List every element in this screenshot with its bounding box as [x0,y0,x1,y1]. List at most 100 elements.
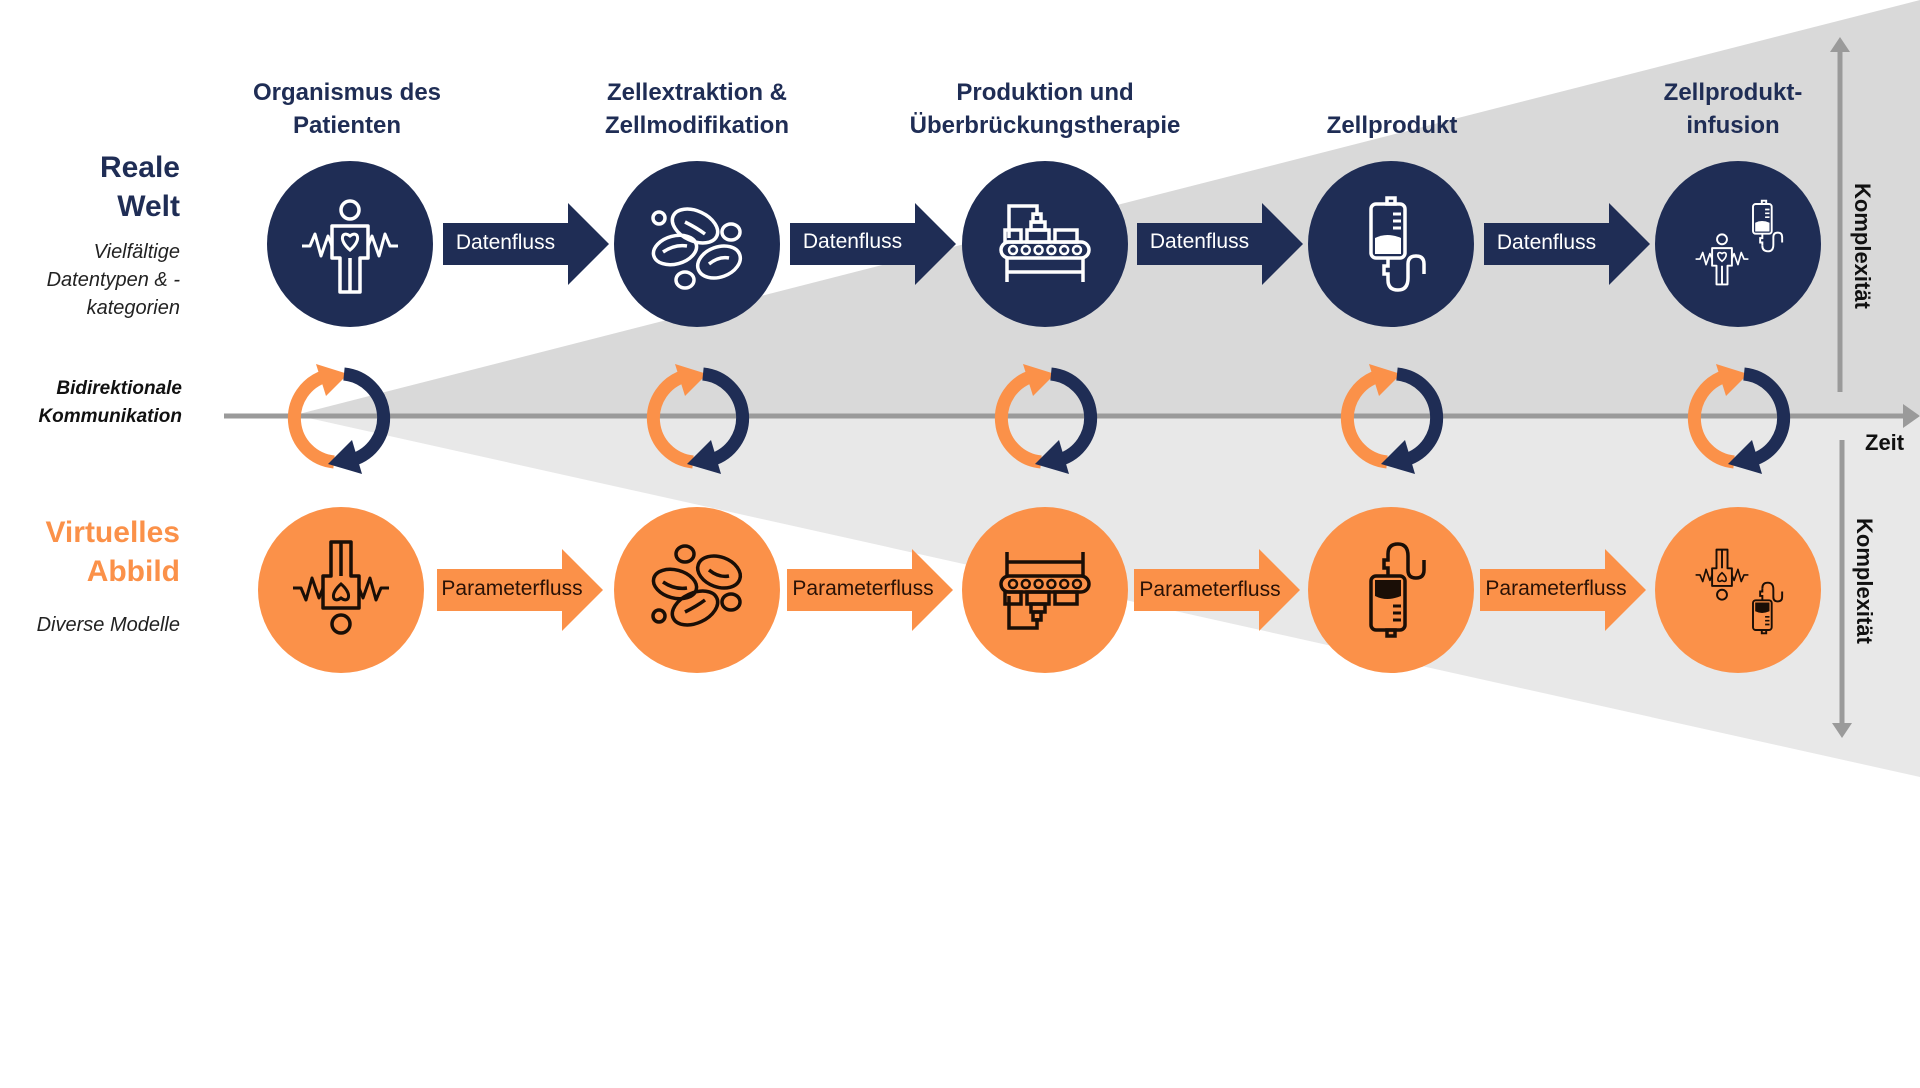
iv-tube [1761,581,1784,603]
head-shape [339,199,361,221]
conveyor-roller [1058,578,1070,590]
bidirectional-sync-icon [1687,364,1791,474]
conveyor-roller [1007,244,1019,256]
parameter-flow-arrow [1134,549,1300,631]
time-axis-label: Zeit [1865,430,1905,455]
real-world-title: Reale Welt [99,151,180,223]
patient-heartbeat-icon [302,199,398,294]
data-flow-arrow [443,203,609,285]
virtual-stage-circle [962,507,1128,673]
small-bag-icon [1752,199,1784,253]
complexity-upper-label: Komplexität [1850,183,1875,309]
stage-heading: Zellprodukt [1326,112,1458,139]
iv-tube [1386,254,1426,292]
virtual-stage-circle [1655,507,1821,673]
heart-shape [341,232,359,252]
sync-arrowhead-orange [1716,364,1748,396]
heart-shape [332,582,350,602]
conveyor-roller [1071,578,1083,590]
conveyor-roller [1046,244,1057,256]
iv-bag [1752,203,1773,235]
cell-shape [684,598,707,614]
bidirectional-communication-label: Bidirektionale Kommunikation [38,378,182,427]
cell-shape [707,255,730,266]
real-stage-circle [962,161,1128,327]
sync-arrowhead-orange [675,364,707,396]
small-cell-shape [720,222,742,242]
drip-chamber [1759,233,1764,246]
stage-heading: Zellprodukt- infusion [1663,79,1803,139]
mirrored-patient-infusion-icon [1695,548,1784,635]
data-flow-arrow [1484,203,1650,285]
mirrored-patient-heartbeat-icon [293,540,389,635]
head-shape [1716,588,1728,601]
stage-heading: Organismus des Patienten [252,79,442,139]
conveyor-roller [1071,244,1083,256]
robot-arm [1007,204,1039,238]
small-cell-shape [651,608,667,624]
heartbeat-line [1695,568,1749,583]
conveyor-roller [1020,578,1032,590]
sync-arrow-navy [343,367,391,467]
virtual-image-title: Virtuelles Abbild [45,516,180,588]
heartbeat-line [293,576,389,602]
real-stage-circle [1655,161,1821,327]
patient-infusion-icon [1695,199,1784,286]
conveyor-roller [1033,578,1044,590]
bag-marks [1393,212,1401,230]
small-patient-icon [1695,233,1749,286]
conveyor-roller [1020,244,1032,256]
drip-chamber [1382,554,1390,576]
iv-tube [1386,542,1426,580]
bag-fluid [1755,602,1770,613]
data-flow-arrow [1137,203,1303,285]
drip-chamber [1759,588,1764,601]
parameter-flow-arrow [1480,549,1646,631]
cell-shape [695,244,743,280]
robot-arm [1007,596,1039,630]
head-shape [330,613,352,635]
sync-arrow-orange [994,369,1042,469]
heart-shape [1717,571,1727,583]
bag-fluid [1375,580,1401,599]
sync-arrowhead-navy [1381,440,1415,474]
real-stage-circle [267,161,433,327]
sync-arrow-orange [646,369,694,469]
heartbeat-line [1695,251,1749,266]
parameter-flow-arrow [787,549,953,631]
small-cell-shape [674,270,696,290]
parameter-flow-label: Parameterfluss [1139,578,1281,601]
mirrored-iv-bag-icon [1369,542,1426,638]
iv-bag-icon [1369,196,1426,292]
small-patient-icon [1695,548,1749,601]
blood-cells-icon [651,207,743,290]
complexity-axis-upper-arrowhead [1830,37,1850,52]
cell-shape [670,589,720,627]
bidirectional-sync-icon [1340,364,1444,474]
parameter-flow-arrow [437,549,603,631]
mirrored-production-line-icon [999,552,1091,630]
production-line-icon [999,204,1091,282]
stage-heading: Zellextraktion & Zellmodifikation [604,79,789,139]
cell-shape [662,580,688,591]
bidirectional-sync-icon [994,364,1098,474]
drip-chamber [1382,258,1390,280]
bag-marks [1765,615,1770,626]
virtual-image-subtitle: Diverse Modelle [36,614,180,636]
sync-arrow-orange [1687,369,1735,469]
conveyor-belt [999,574,1091,594]
real-world-subtitle: Vielfältige Datentypen & - kategorien [46,241,180,319]
conveyor-roller [1046,578,1057,590]
sync-arrow-navy [702,367,750,467]
conveyor-legs [1005,258,1085,282]
cell-shape [707,568,730,579]
stage-heading: Produktion und Überbrückungstherapie [909,79,1181,139]
bidirectional-sync-icon [646,364,750,474]
body-shape [321,540,361,610]
sync-arrowhead-navy [1035,440,1069,474]
bag-marks [1765,208,1770,219]
virtual-stage-circle [258,507,424,673]
complexity-axis-lower-arrowhead [1832,723,1852,738]
bag-fluid [1755,221,1770,232]
cell-shape [684,220,707,236]
